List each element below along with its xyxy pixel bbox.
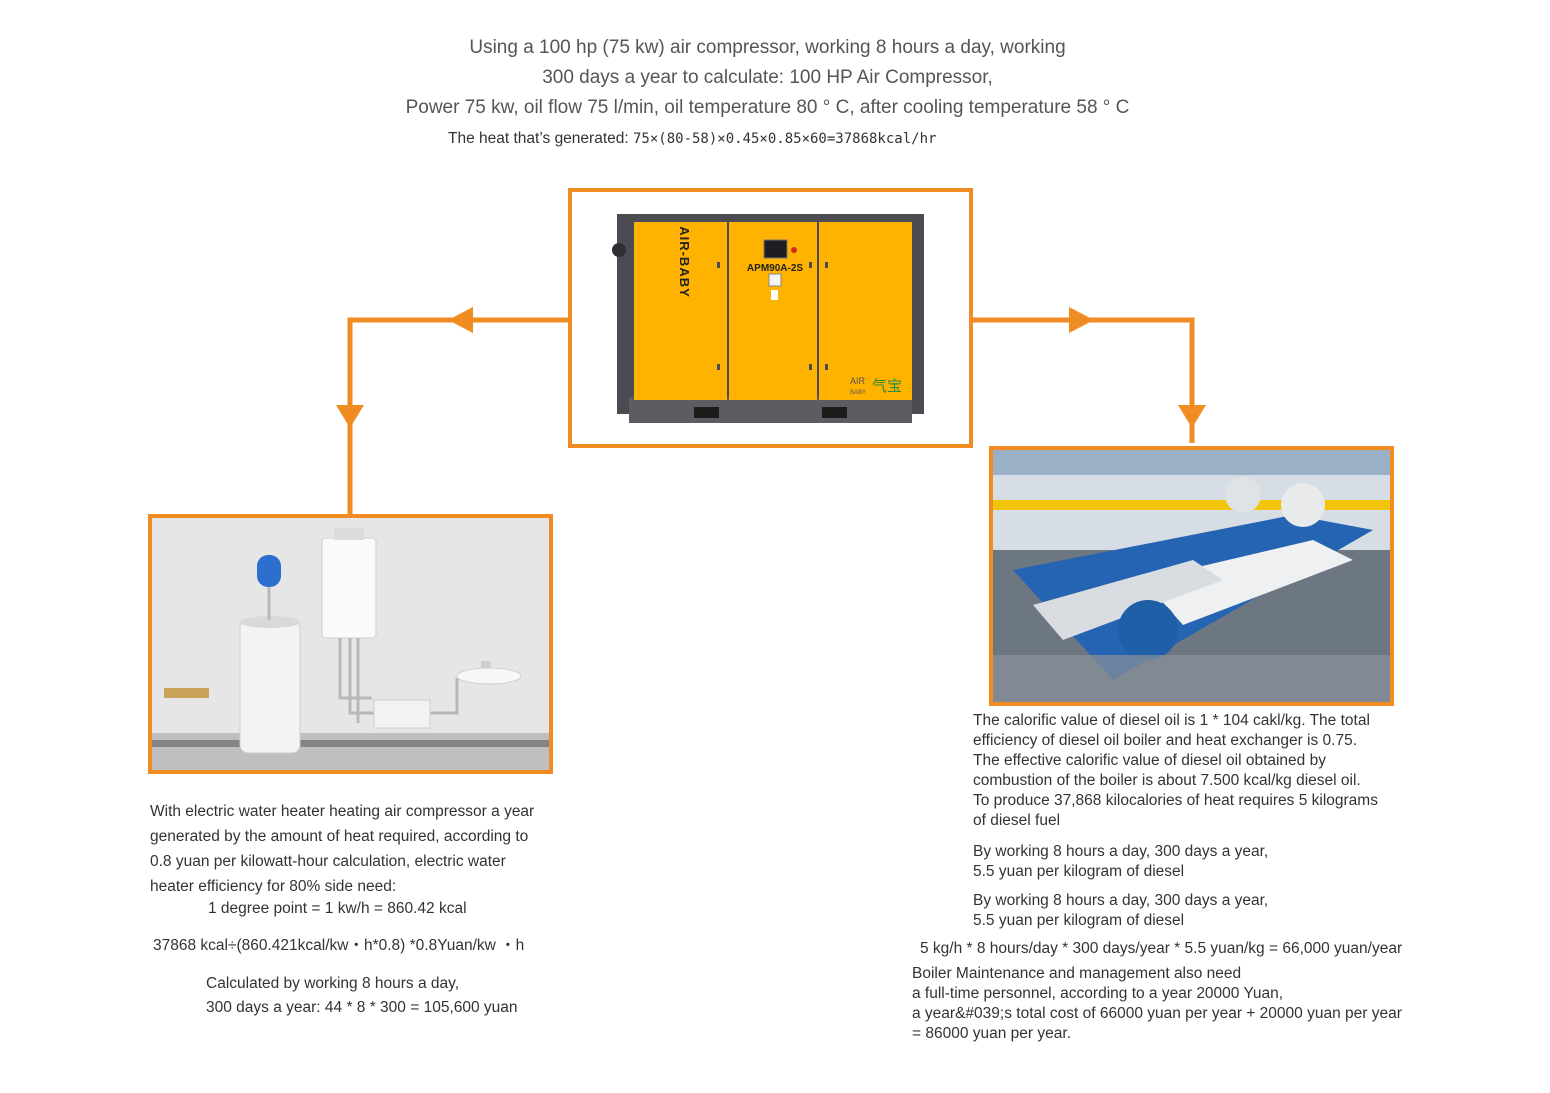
logo-chinese: 气宝 bbox=[872, 377, 902, 395]
heat-label: The heat that’s generated: bbox=[448, 130, 629, 147]
expansion-tank bbox=[257, 555, 281, 587]
water-tank bbox=[239, 619, 301, 754]
right-p1-line: of diesel fuel bbox=[973, 812, 1061, 829]
header-line-2: 300 days a year to calculate: 100 HP Air… bbox=[542, 67, 993, 88]
left-paragraph-1: With electric water heater heating air c… bbox=[150, 799, 534, 899]
right-diesel-formula: 5 kg/h * 8 hours/day * 300 days/year * 5… bbox=[920, 940, 1403, 957]
right-p3-line: 5.5 yuan per kilogram of diesel bbox=[973, 912, 1185, 929]
header-line-1: Using a 100 hp (75 kw) air compressor, w… bbox=[469, 37, 1066, 58]
radiator bbox=[373, 699, 431, 729]
heat-formula: 75×(80-58)×0.45×0.85×60=37868kcal/hr bbox=[633, 131, 937, 147]
right-p3-line: By working 8 hours a day, 300 days a yea… bbox=[973, 892, 1269, 909]
manifold bbox=[164, 688, 209, 698]
yellow-railing bbox=[993, 500, 1390, 510]
logo-baby: BABY bbox=[850, 390, 866, 396]
brand-vertical-text: AIR-BABY bbox=[677, 226, 692, 298]
right-paragraph-3: By working 8 hours a day, 300 days a yea… bbox=[973, 891, 1268, 931]
compressor-door-right bbox=[819, 222, 912, 400]
right-paragraph-5: Boiler Maintenance and management also n… bbox=[912, 964, 1402, 1044]
left-connector-line bbox=[347, 317, 570, 516]
arrow-down-left-icon bbox=[336, 405, 364, 428]
wall-boiler bbox=[321, 537, 377, 639]
heat-generated: The heat that’s generated: 75×(80-58)×0.… bbox=[448, 130, 936, 148]
engine-top-white bbox=[1143, 540, 1353, 625]
engine-pump bbox=[1118, 600, 1178, 660]
left-p1-line: 0.8 yuan per kilowatt-hour calculation, … bbox=[150, 853, 506, 870]
header-line-3: Power 75 kw, oil flow 75 l/min, oil temp… bbox=[405, 97, 1130, 118]
right-p1-line: The calorific value of diesel oil is 1 *… bbox=[973, 712, 1370, 729]
compressor-illustration: AIR-BABY APM90A-2S AIR BABY 气宝 bbox=[612, 214, 924, 423]
engine-hall-illustration bbox=[993, 450, 1390, 702]
left-degree-conversion: 1 degree point = 1 kw/h = 860.42 kcal bbox=[208, 900, 467, 917]
right-p5-line: a full-time personnel, according to a ye… bbox=[912, 985, 1284, 1002]
left-formula: 37868 kcal÷(860.421kcal/kw・h*0.8) *0.8Yu… bbox=[153, 937, 525, 954]
right-p2-line: By working 8 hours a day, 300 days a yea… bbox=[973, 843, 1269, 860]
engine-hall-frame bbox=[989, 446, 1394, 706]
right-connector-line bbox=[972, 317, 1195, 443]
left-p1-line: heater efficiency for 80% side need: bbox=[150, 878, 397, 895]
wash-basin bbox=[456, 667, 522, 685]
left-result-line: Calculated by working 8 hours a day, bbox=[206, 975, 460, 992]
exhaust-pipe bbox=[1281, 483, 1325, 527]
right-p1-line: combustion of the boiler is about 7.500 … bbox=[973, 772, 1361, 789]
left-p1-line: With electric water heater heating air c… bbox=[150, 803, 535, 820]
right-p1-line: To produce 37,868 kilocalories of heat r… bbox=[973, 792, 1378, 809]
right-p1-line: efficiency of diesel oil boiler and heat… bbox=[973, 732, 1358, 749]
compressor-frame: AIR-BABY APM90A-2S AIR BABY 气宝 bbox=[568, 188, 973, 448]
right-p5-line: a year&#039;s total cost of 66000 yuan p… bbox=[912, 1005, 1402, 1022]
right-paragraph-1: The calorific value of diesel oil is 1 *… bbox=[973, 711, 1378, 831]
emergency-stop-button bbox=[791, 247, 797, 253]
arrow-left-icon bbox=[448, 307, 473, 333]
left-result-line: 300 days a year: 44 * 8 * 300 = 105,600 … bbox=[206, 999, 518, 1016]
right-paragraph-2: By working 8 hours a day, 300 days a yea… bbox=[973, 842, 1268, 882]
arrow-down-right-icon bbox=[1178, 405, 1206, 428]
logo-air: AIR bbox=[850, 376, 866, 386]
right-p5-line: Boiler Maintenance and management also n… bbox=[912, 965, 1242, 982]
model-label: APM90A-2S bbox=[747, 263, 803, 274]
compressor-door-left bbox=[634, 222, 727, 400]
water-heater-frame bbox=[148, 514, 553, 774]
right-p2-line: 5.5 yuan per kilogram of diesel bbox=[973, 863, 1185, 880]
control-panel-screen bbox=[763, 239, 788, 259]
right-p5-line: = 86000 yuan per year. bbox=[912, 1025, 1071, 1042]
right-p1-line: The effective calorific value of diesel … bbox=[973, 752, 1326, 769]
left-result: Calculated by working 8 hours a day, 300… bbox=[206, 972, 518, 1020]
water-heater-illustration bbox=[152, 518, 549, 770]
arrow-right-icon bbox=[1069, 307, 1094, 333]
left-p1-line: generated by the amount of heat required… bbox=[150, 828, 529, 845]
